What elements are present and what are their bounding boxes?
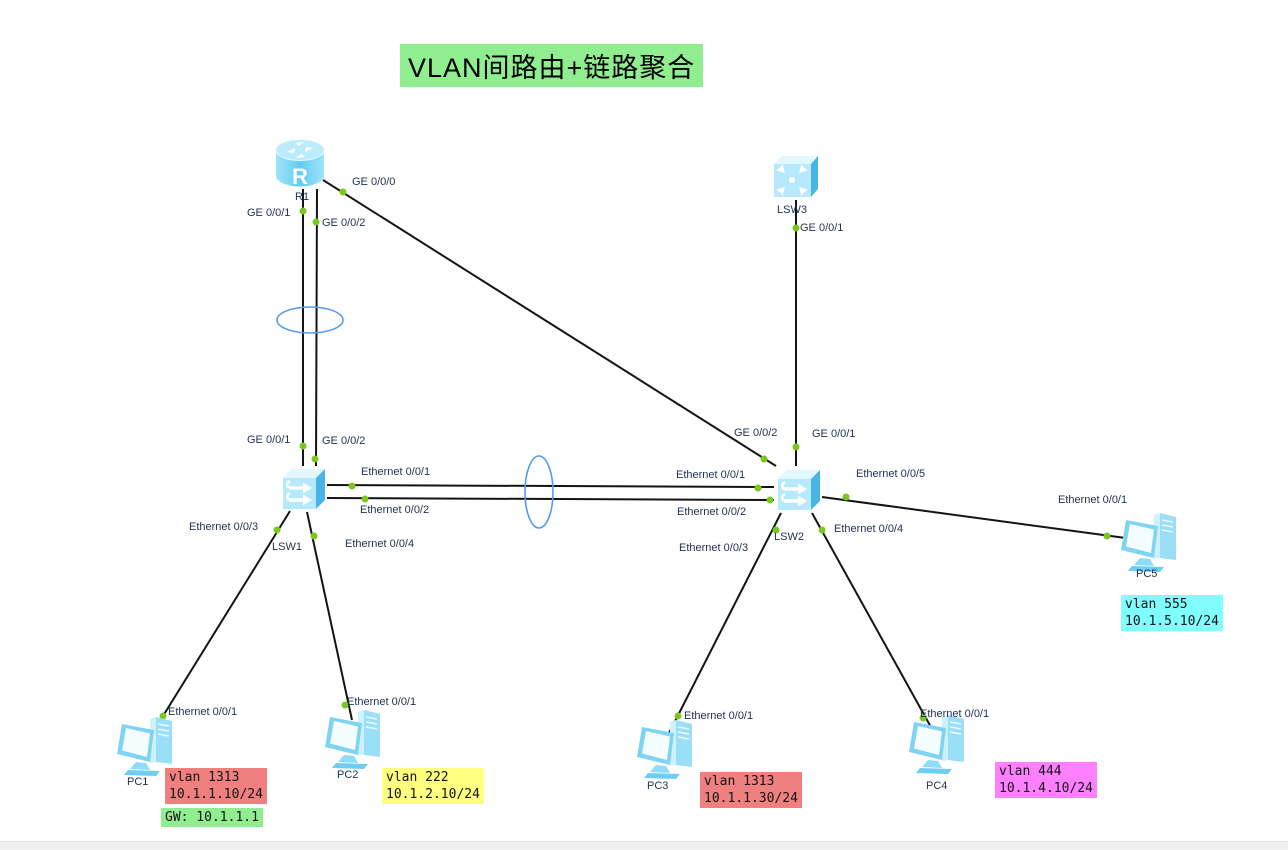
link-line: [322, 179, 777, 467]
link-line: [315, 188, 318, 467]
port-status-dot: [361, 495, 369, 503]
port-status-dot: [772, 526, 780, 534]
port-status-dot: [341, 701, 349, 709]
port-status-dot: [273, 526, 281, 534]
link-line: [149, 510, 291, 738]
link-line: [811, 512, 933, 730]
pc-icon: [637, 720, 692, 779]
link-line: [326, 484, 775, 488]
port-label: Ethernet 0/0/2: [360, 504, 430, 516]
port-label: Ethernet 0/0/1: [168, 706, 238, 718]
port-label: GE 0/0/2: [322, 435, 366, 447]
port-label: Ethernet 0/0/1: [1058, 494, 1128, 506]
port-label: GE 0/0/0: [352, 176, 396, 188]
window-edge-strip: [0, 841, 1288, 850]
port-status-dot: [842, 493, 850, 501]
device-lsw2[interactable]: [774, 465, 822, 518]
device-label-pc2: PC2: [337, 769, 359, 781]
aggregation-ellipse: [276, 306, 344, 334]
port-label: GE 0/0/1: [812, 428, 856, 440]
port-status-dot: [310, 532, 318, 540]
port-status-dot: [312, 218, 320, 226]
port-label: GE 0/0/1: [247, 207, 291, 219]
switch-icon: [283, 469, 325, 509]
port-status-dot: [339, 188, 347, 196]
link-line: [821, 496, 1134, 540]
port-label: GE 0/0/1: [800, 222, 844, 234]
port-label: Ethernet 0/0/2: [677, 506, 747, 518]
note-pc2-vlan[interactable]: vlan 222 10.1.2.10/24: [382, 768, 484, 804]
port-status-dot: [766, 496, 774, 504]
device-r1[interactable]: R: [274, 137, 326, 194]
device-label-pc3: PC3: [647, 780, 669, 792]
svg-text:R: R: [292, 164, 308, 189]
port-status-dot: [818, 526, 826, 534]
device-pc5[interactable]: [1120, 508, 1182, 579]
port-status-dot: [674, 712, 682, 720]
port-label: GE 0/0/1: [247, 434, 291, 446]
link-line: [326, 497, 775, 501]
port-status-dot: [792, 224, 800, 232]
port-status-dot: [348, 482, 356, 490]
note-pc5-vlan[interactable]: vlan 555 10.1.5.10/24: [1121, 595, 1223, 631]
port-status-dot: [919, 714, 927, 722]
pc-icon: [117, 717, 172, 776]
port-label: Ethernet 0/0/1: [676, 469, 746, 481]
note-pc1-gw[interactable]: GW: 10.1.1.1: [161, 808, 263, 827]
port-label: Ethernet 0/0/1: [361, 466, 431, 478]
port-label: Ethernet 0/0/4: [834, 523, 904, 535]
port-status-dot: [311, 455, 319, 463]
note-pc3-vlan[interactable]: vlan 1313 10.1.1.30/24: [700, 772, 802, 808]
device-pc1[interactable]: [116, 712, 178, 783]
port-status-dot: [1103, 532, 1111, 540]
device-label-lsw2: LSW2: [774, 531, 804, 543]
port-label: GE 0/0/2: [322, 217, 366, 229]
port-label: GE 0/0/2: [734, 427, 778, 439]
pc-icon: [1121, 513, 1176, 572]
router-icon: R: [275, 139, 325, 189]
port-status-dot: [299, 442, 307, 450]
port-label: Ethernet 0/0/1: [347, 696, 417, 708]
device-label-lsw3: LSW3: [777, 204, 807, 216]
aggregation-ellipse: [524, 455, 554, 529]
port-status-dot: [792, 443, 800, 451]
device-label-lsw1: LSW1: [272, 541, 302, 553]
port-label: Ethernet 0/0/3: [679, 542, 749, 554]
port-label: Ethernet 0/0/1: [920, 708, 990, 720]
port-label: Ethernet 0/0/1: [684, 710, 754, 722]
device-label-pc5: PC5: [1136, 568, 1158, 580]
pc-icon: [909, 715, 964, 774]
device-pc3[interactable]: [636, 715, 698, 786]
device-pc2[interactable]: [324, 705, 386, 776]
switch-icon: [778, 470, 820, 510]
device-label-pc1: PC1: [127, 776, 149, 788]
port-status-dot: [754, 484, 762, 492]
switch-front-icon: [774, 156, 818, 197]
device-pc4[interactable]: [908, 710, 970, 781]
port-label: Ethernet 0/0/3: [189, 521, 259, 533]
device-label-r1: R1: [295, 191, 310, 203]
device-lsw1[interactable]: [279, 464, 327, 517]
port-label: Ethernet 0/0/4: [345, 538, 415, 550]
port-status-dot: [760, 455, 768, 463]
port-label: Ethernet 0/0/5: [856, 468, 926, 480]
note-pc1-vlan[interactable]: vlan 1313 10.1.1.10/24: [165, 768, 267, 804]
pc-icon: [325, 710, 380, 769]
note-pc4-vlan[interactable]: vlan 444 10.1.4.10/24: [995, 762, 1097, 798]
link-line: [306, 511, 353, 721]
device-lsw3[interactable]: [771, 153, 821, 205]
diagram-title[interactable]: VLAN间路由+链路聚合: [400, 44, 704, 87]
port-status-dot: [159, 712, 167, 720]
link-line: [666, 512, 782, 738]
port-status-dot: [299, 207, 307, 215]
device-label-pc4: PC4: [926, 780, 948, 792]
